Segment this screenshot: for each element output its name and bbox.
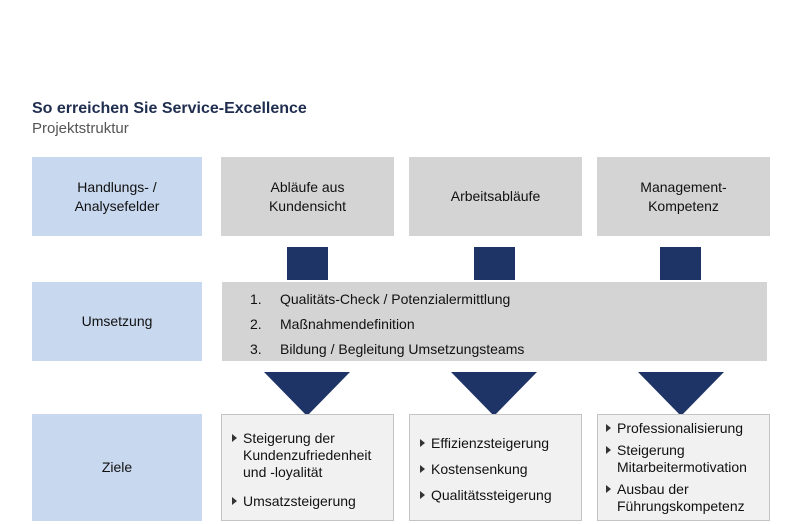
page-subtitle: Projektstruktur: [32, 120, 129, 137]
goal-item: Qualitätssteigerung: [420, 487, 575, 504]
bullet-triangle-icon: [232, 434, 237, 442]
goal-item: Effizienzsteigerung: [420, 435, 575, 452]
goal-box-management: Professionalisierung Steigerung Mitarbei…: [597, 414, 770, 521]
field-box-management: Management- Kompetenz: [597, 157, 770, 236]
bullet-triangle-icon: [232, 497, 237, 505]
goal-box-customer: Steigerung der Kundenzufriedenheit und -…: [221, 414, 394, 521]
row-label-implementation-text: Umsetzung: [81, 313, 153, 329]
goal-item: Umsatzsteigerung: [232, 493, 387, 510]
goal-text: Umsatzsteigerung: [243, 493, 356, 509]
bullet-triangle-icon: [420, 491, 425, 499]
bullet-triangle-icon: [606, 485, 611, 493]
goal-text: Qualitätssteigerung: [431, 487, 552, 503]
goal-text: Professionalisierung: [617, 420, 744, 436]
goal-text: Ausbau der Führungskompetenz: [617, 481, 745, 514]
goal-text: Steigerung der Kundenzufriedenheit und -…: [243, 430, 372, 480]
goal-text: Effizienzsteigerung: [431, 435, 550, 451]
row-label-goals: Ziele: [32, 414, 202, 521]
step-text: Maßnahmendefinition: [280, 316, 415, 332]
connector-stem: [474, 247, 515, 280]
implementation-steps: 1. Qualitäts-Check / Potenzialermittlung…: [222, 282, 767, 361]
down-arrow-icon: [638, 372, 724, 416]
down-arrow-icon: [451, 372, 537, 416]
row-label-goals-text: Ziele: [101, 459, 133, 475]
page-title: So erreichen Sie Service-Excellence: [32, 100, 307, 117]
bullet-triangle-icon: [420, 439, 425, 447]
connector-stem: [287, 247, 328, 280]
step-number: 2.: [250, 316, 262, 332]
step-number: 1.: [250, 291, 262, 307]
step-number: 3.: [250, 341, 262, 357]
field-label: Management- Kompetenz: [640, 178, 727, 214]
goal-item: Steigerung Mitarbeitermotivation: [606, 442, 765, 476]
goal-text: Kostensenkung: [431, 461, 528, 477]
goal-item: Professionalisierung: [606, 420, 765, 437]
goal-box-work: Effizienzsteigerung Kostensenkung Qualit…: [409, 414, 582, 521]
step-item: 3. Bildung / Begleitung Umsetzungsteams: [250, 337, 767, 362]
step-item: 1. Qualitäts-Check / Potenzialermittlung: [250, 287, 767, 312]
row-label-analysis: Handlungs- / Analysefelder: [32, 157, 202, 236]
goal-item: Steigerung der Kundenzufriedenheit und -…: [232, 430, 387, 481]
bullet-triangle-icon: [420, 465, 425, 473]
goal-text: Steigerung Mitarbeitermotivation: [617, 442, 747, 475]
field-box-customer-processes: Abläufe aus Kundensicht: [221, 157, 394, 236]
step-text: Qualitäts-Check / Potenzialermittlung: [280, 291, 511, 307]
bullet-triangle-icon: [606, 424, 611, 432]
field-box-work-processes: Arbeitsabläufe: [409, 157, 582, 236]
field-label: Abläufe aus Kundensicht: [268, 178, 347, 214]
row-label-analysis-text: Handlungs- / Analysefelder: [74, 178, 160, 214]
connector-stem: [660, 247, 701, 280]
goal-item: Kostensenkung: [420, 461, 575, 478]
down-arrow-icon: [264, 372, 350, 416]
goal-item: Ausbau der Führungskompetenz: [606, 481, 765, 515]
bullet-triangle-icon: [606, 446, 611, 454]
step-item: 2. Maßnahmendefinition: [250, 312, 767, 337]
row-label-implementation: Umsetzung: [32, 282, 202, 361]
step-text: Bildung / Begleitung Umsetzungsteams: [280, 341, 525, 357]
field-label: Arbeitsabläufe: [450, 188, 541, 204]
